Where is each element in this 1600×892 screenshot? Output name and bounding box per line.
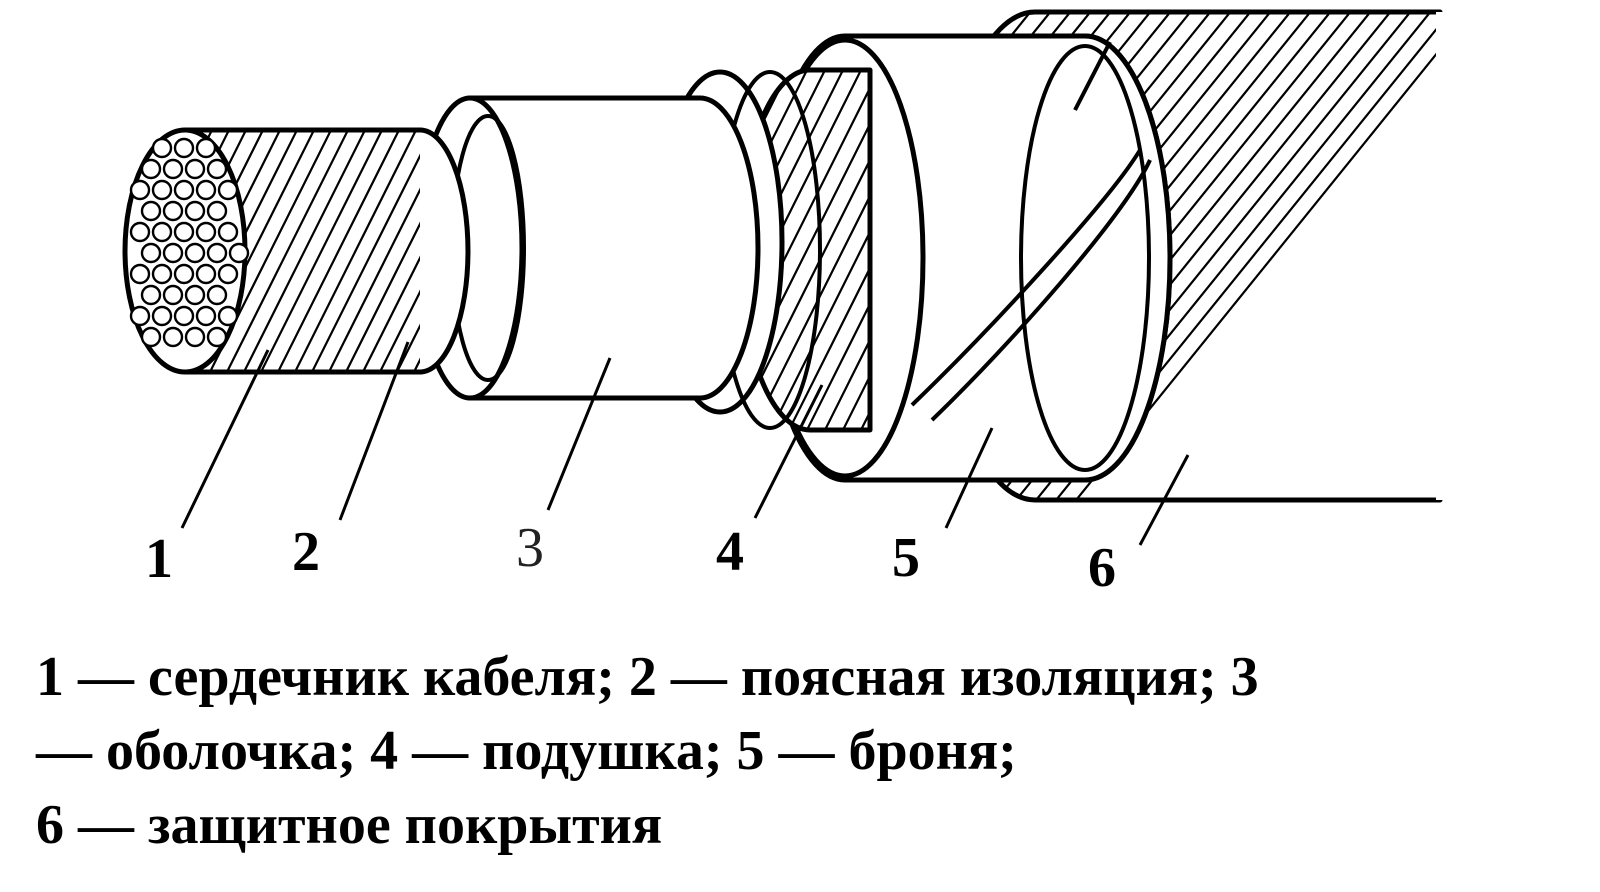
leader-lines [180, 341, 1190, 546]
conductor-strand [162, 326, 184, 348]
conductor-strand [217, 179, 239, 201]
conductor-strand [184, 158, 206, 180]
conductor-strand [206, 242, 228, 264]
conductor-strand [151, 305, 173, 327]
conductor-strand [173, 137, 195, 159]
conductor-strand [217, 305, 239, 327]
conductor-strand [151, 179, 173, 201]
hatch-line [222, 130, 354, 372]
conductor-strand [140, 200, 162, 222]
conductor-strand [151, 221, 173, 243]
conductor-strand [228, 242, 250, 264]
legend-caption: 1 — сердечник кабеля; 2 — поясная изоляц… [36, 640, 1576, 862]
leader-line-6 [1138, 454, 1190, 546]
conductor-strand [206, 200, 228, 222]
hatch-line [290, 130, 421, 372]
legend-line-3: 6 — защитное покрытия [36, 794, 663, 856]
hatch-line [740, 70, 870, 430]
conductor-strand [173, 263, 195, 285]
conductor-strand [129, 221, 151, 243]
leader-line-2 [338, 341, 410, 521]
hatch-line [324, 130, 421, 372]
hatch-line [747, 70, 870, 430]
hatch-line [783, 70, 870, 430]
callout-4: 4 [716, 521, 744, 583]
conductor-strand [173, 305, 195, 327]
conductor-strand [140, 326, 162, 348]
conductor-strand [206, 284, 228, 306]
callout-3: 3 [516, 517, 544, 579]
hatch-line [341, 130, 421, 372]
hatch-line [392, 130, 421, 372]
conductor-strand [217, 221, 239, 243]
legend-line-2: — оболочка; 4 — подушка; 5 — броня; [36, 720, 1017, 782]
conductor-strand [173, 221, 195, 243]
leader-line-3 [546, 357, 612, 511]
conductor-strand [184, 242, 206, 264]
hatch-line [358, 130, 421, 372]
conductor-strand [162, 158, 184, 180]
cable-cross-section-diagram: 1 2 3 4 5 6 [122, 9, 1444, 599]
hatch-line [375, 130, 421, 372]
hatch-line [740, 70, 813, 430]
conductor-strand [129, 305, 151, 327]
conductor-strand [184, 200, 206, 222]
conductor-strand [162, 284, 184, 306]
conductor-strand [173, 179, 195, 201]
conductor-strand [140, 242, 162, 264]
conductor-strand [162, 200, 184, 222]
hatch-line [273, 130, 405, 372]
conductor-strand [140, 284, 162, 306]
callout-1: 1 [145, 528, 173, 590]
hatch-line [256, 130, 388, 372]
conductor-strand [184, 326, 206, 348]
conductor-strand [184, 284, 206, 306]
conductor-strand [195, 137, 217, 159]
hatch-line [819, 70, 870, 430]
leader-line-1 [180, 349, 270, 529]
conductor-strand [129, 179, 151, 201]
conductor-strand [129, 263, 151, 285]
hatch-line [765, 70, 870, 430]
conductor-strand [195, 263, 217, 285]
conductor-strand [140, 158, 162, 180]
conductor-strand [206, 158, 228, 180]
conductor-strand [195, 179, 217, 201]
conductor-strand [206, 326, 228, 348]
legend-line-1: 1 — сердечник кабеля; 2 — поясная изоляц… [36, 646, 1259, 708]
conductor-strand [151, 137, 173, 159]
hatch-line [740, 70, 870, 430]
conductor-strand [151, 263, 173, 285]
conductor-strand [195, 221, 217, 243]
hatch-line [307, 130, 421, 372]
conductor-strand [195, 305, 217, 327]
hatch-line [837, 70, 870, 430]
leader-line-5 [944, 427, 994, 529]
conductor-strand [162, 242, 184, 264]
callout-2: 2 [292, 521, 320, 583]
leader-line-4 [753, 384, 824, 519]
hatch-line [740, 70, 831, 430]
hatch-line [801, 70, 870, 430]
cable-core [122, 127, 250, 375]
callout-6: 6 [1088, 537, 1116, 599]
conductor-strand [217, 263, 239, 285]
hatch-line [239, 130, 371, 372]
callout-5: 5 [892, 527, 920, 589]
